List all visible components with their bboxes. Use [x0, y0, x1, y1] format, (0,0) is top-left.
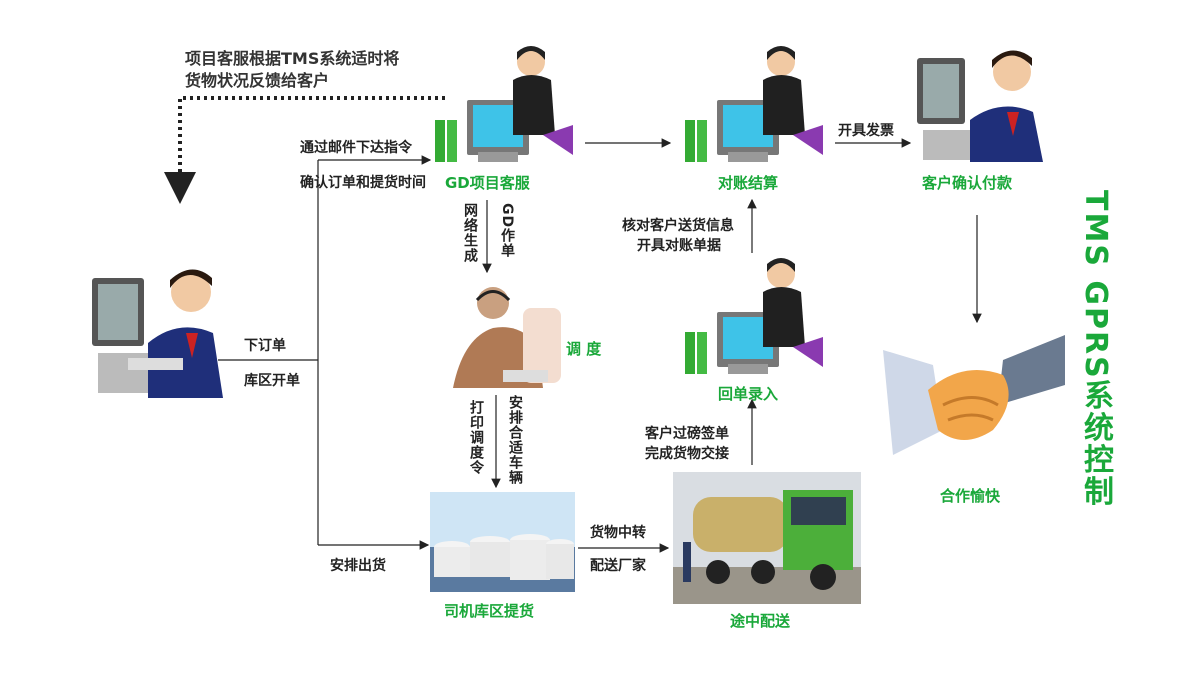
customer-at-computer-figure [88, 258, 228, 403]
node-depot-pickup: 司机库区提货 [444, 602, 535, 620]
side-title: TMS GPRS系统控制 [1078, 190, 1113, 508]
edge-arrange-shipment: 安排出货 [330, 558, 386, 574]
edge-arrange-vehicle: 安排合适车辆 [507, 395, 523, 485]
node-customer-confirm: 客户确认付款 [922, 174, 1013, 192]
customer-confirm-figure [915, 40, 1050, 165]
dispatch-figure [443, 278, 563, 390]
edge-network-gen: 网络生成 [462, 203, 478, 263]
node-gd-service: GD项目客服 [445, 174, 530, 192]
edge-depot-bill: 库区开单 [244, 373, 300, 389]
node-in-transit: 途中配送 [730, 612, 791, 630]
edge-handover: 完成货物交接 [645, 446, 729, 462]
feedback-note-line1: 项目客服根据TMS系统适时将 [185, 49, 400, 68]
gd-service-figure [433, 40, 578, 165]
feedback-note-line2: 货物状况反馈给客户 [185, 71, 330, 90]
edge-email-order: 通过邮件下达指令 [300, 140, 412, 156]
receipt-entry-figure [683, 252, 828, 377]
node-receipt-entry: 回单录入 [718, 385, 779, 403]
edge-gd-job: GD作单 [499, 203, 515, 259]
edge-invoice: 开具发票 [838, 123, 894, 139]
edge-print-dispatch: 打印调度令 [468, 400, 484, 475]
reconcile-figure [683, 40, 828, 165]
feedback-note: 项目客服根据TMS系统适时将 货物状况反馈给客户 [185, 48, 399, 92]
node-dispatch: 调 度 [566, 340, 602, 358]
truck-figure [673, 472, 861, 604]
depot-tanks-figure [430, 492, 575, 592]
edge-issue-statement: 开具对账单据 [637, 238, 721, 254]
node-reconcile: 对账结算 [718, 174, 779, 192]
edge-weigh-sign: 客户过磅签单 [645, 426, 729, 442]
handshake-figure [883, 330, 1065, 465]
edge-check-delivery: 核对客户送货信息 [622, 218, 734, 234]
node-cooperation: 合作愉快 [940, 487, 1001, 505]
edge-place-order: 下订单 [244, 338, 286, 354]
edge-confirm-order: 确认订单和提货时间 [300, 175, 426, 191]
edge-goods-transfer: 货物中转 [590, 525, 646, 541]
edge-deliver-factory: 配送厂家 [590, 558, 646, 574]
